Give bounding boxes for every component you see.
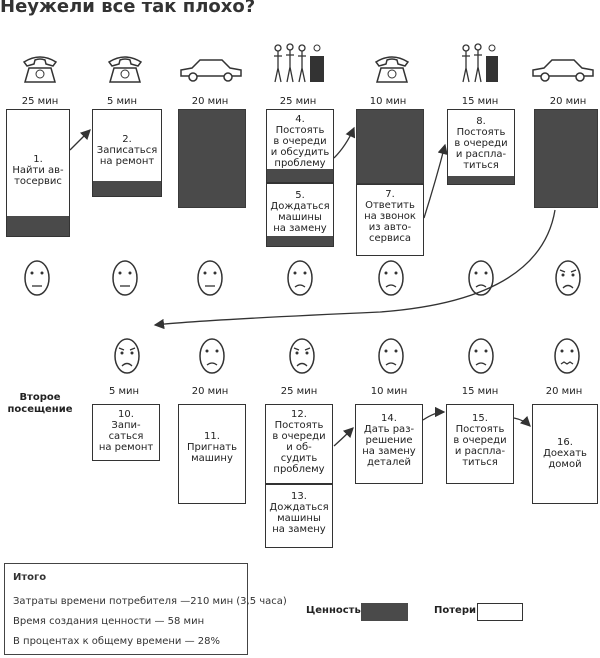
process-step-6 (356, 109, 424, 184)
process-step-1: 1. Найти ав- тосервис (6, 109, 70, 237)
flow-arrow (423, 143, 448, 219)
legend-value-swatch (361, 603, 408, 621)
process-step-15: 15. Постоять в очереди и расплa- титься (446, 404, 514, 484)
summary-value-time: Время создания ценности — 58 мин (13, 616, 205, 627)
duration-label: 25 мин (21, 96, 59, 107)
process-step-2: 2. Записаться на ремонт (92, 109, 162, 197)
summary-box: Итого Затраты времени потребителя —210 м… (4, 563, 287, 655)
process-step-8: 8. Постоять в очереди и расплa- титься (447, 109, 515, 185)
process-step-4: 4. Постоять в очереди и обсудить проблем… (266, 109, 334, 183)
duration-label: 20 мин (191, 96, 229, 107)
process-step-16: 16. Доехать домой (532, 404, 598, 504)
flow-arrow (513, 415, 531, 427)
legend-loss-label: Потери= (434, 605, 485, 616)
summary-heading: Итого (13, 572, 47, 583)
value-portion (93, 181, 161, 196)
value-portion (267, 236, 333, 246)
value-portion (448, 176, 514, 184)
duration-label: 20 мин (549, 96, 587, 107)
duration-label: 20 мин (545, 386, 583, 397)
summary-percentage: В процентах к общему времени — 28% (13, 636, 221, 647)
duration-label: 15 мин (461, 386, 499, 397)
duration-label: 5 мин (108, 386, 140, 397)
process-step-12: 12. Постоять в очереди и об- судить проб… (265, 404, 333, 484)
process-step-5: 5. Дождаться машины на замену (266, 183, 334, 247)
duration-label: 25 мин (280, 386, 318, 397)
process-step-14: 14. Дать раз- решение на замену деталей (355, 404, 423, 484)
process-step-3 (178, 109, 246, 208)
legend-loss-swatch (477, 603, 523, 621)
duration-label: 10 мин (370, 386, 408, 397)
duration-label: 10 мин (369, 96, 407, 107)
summary-total-time: Затраты времени потребителя —210 мин (3,… (13, 596, 287, 607)
process-step-11: 11. Пригнать машину (178, 404, 246, 504)
duration-label: 25 мин (279, 96, 317, 107)
diagram-title: Неужели все так плохо? (0, 0, 256, 17)
process-step-10: 10. Запи- саться на ремонт (92, 404, 160, 461)
duration-label: 20 мин (191, 386, 229, 397)
duration-label: 15 мин (461, 96, 499, 107)
process-step-13: 13. Дождаться машины на замену (265, 484, 333, 548)
second-visit-label: Второе посещение (7, 392, 73, 415)
flow-arrow (333, 427, 354, 447)
value-portion (7, 216, 69, 236)
flow-arrow (422, 406, 446, 421)
flow-arrow (333, 126, 356, 159)
process-step-9 (534, 109, 598, 208)
duration-label: 5 мин (106, 96, 138, 107)
value-portion (267, 169, 333, 182)
flow-arrow (69, 129, 91, 151)
legend-value-label: Ценность= (306, 605, 370, 616)
process-step-7: 7. Ответить на звонок из авто- сервиса (356, 184, 424, 256)
